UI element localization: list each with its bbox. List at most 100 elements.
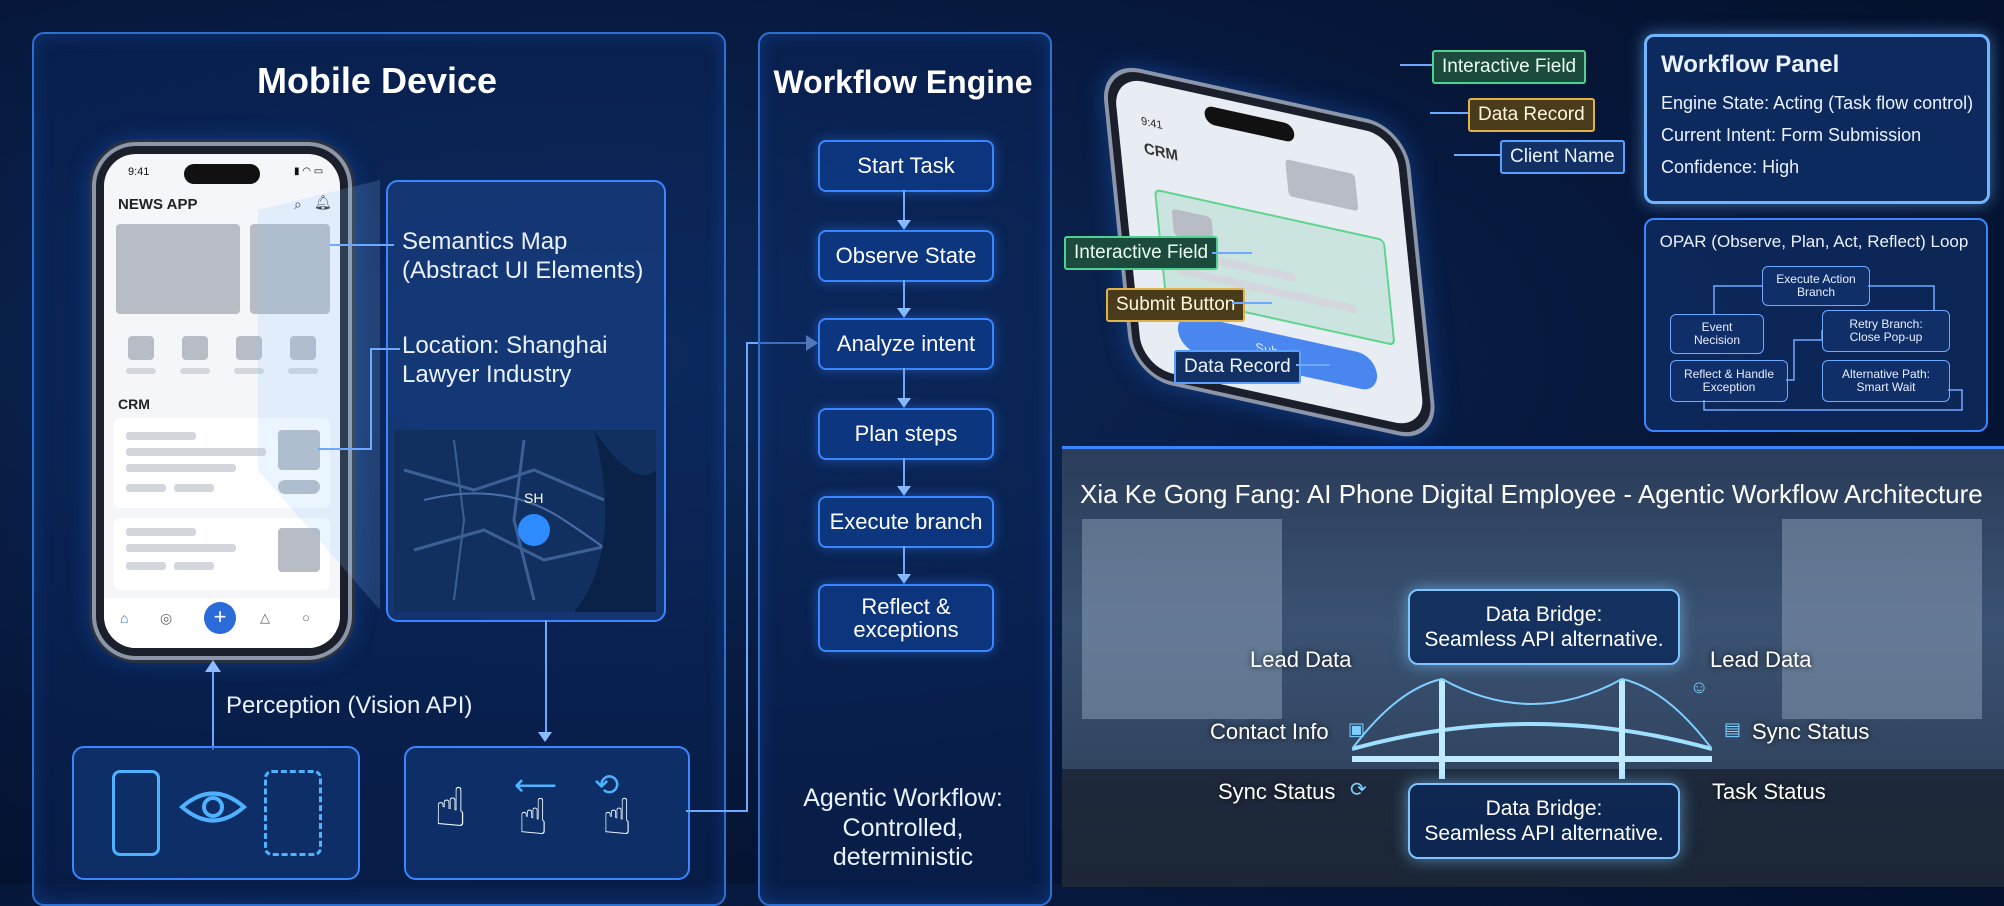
category-label bbox=[180, 368, 210, 374]
sync-icon: ⟳ bbox=[1350, 779, 1367, 801]
step-arrow bbox=[897, 574, 911, 584]
gesture-to-engine-line bbox=[746, 342, 808, 344]
thumb bbox=[278, 528, 320, 572]
map-down-arrow-line bbox=[545, 620, 547, 736]
perception-label: Perception (Vision API) bbox=[226, 692, 473, 719]
step-arrow bbox=[897, 220, 911, 230]
swipe-icon: ☝ bbox=[518, 789, 549, 845]
eye-icon bbox=[178, 791, 248, 823]
semantics-map-label: Semantics Map (Abstract UI Elements) bbox=[402, 228, 644, 284]
compass-tab-icon[interactable]: ◎ bbox=[160, 610, 173, 626]
status-time: 9:41 bbox=[128, 166, 150, 178]
opar-reflect-handle: Reflect & Handle Exception bbox=[1670, 360, 1788, 402]
step-observe-state[interactable]: Observe State bbox=[818, 230, 994, 282]
scan-icon bbox=[264, 770, 322, 856]
right-sync-status: Sync Status bbox=[1752, 719, 1870, 744]
search-icon[interactable]: ⌕ bbox=[294, 196, 302, 213]
label-interactive-field-top: Interactive Field bbox=[1432, 50, 1587, 84]
feature-card[interactable] bbox=[116, 224, 240, 314]
step-execute-branch[interactable]: Execute branch bbox=[818, 496, 994, 548]
tab-bar: ⌂ ◎ + △ ○ bbox=[104, 598, 340, 648]
status-icons: ▮ ◠ ▭ bbox=[294, 166, 324, 177]
back-icon: ⟲ bbox=[594, 769, 620, 802]
crm-card[interactable] bbox=[114, 518, 330, 590]
arrow-right-head bbox=[806, 335, 818, 351]
step-plan-steps[interactable]: Plan steps bbox=[818, 408, 994, 460]
text-line bbox=[174, 562, 214, 570]
left-contact-info: Contact Info bbox=[1210, 719, 1329, 744]
step-connector bbox=[903, 546, 905, 578]
crm-app-title: CRM bbox=[1143, 139, 1179, 165]
label-connector bbox=[1430, 112, 1468, 114]
sync-status-icon: ▤ bbox=[1724, 719, 1742, 739]
label-connector bbox=[1232, 302, 1272, 304]
text-line bbox=[126, 484, 166, 492]
step-start-task[interactable]: Start Task bbox=[818, 140, 994, 192]
step-connector bbox=[903, 190, 905, 224]
crm-header-thumb bbox=[1285, 159, 1359, 212]
shanghai-map bbox=[394, 430, 656, 612]
pill-button[interactable] bbox=[278, 480, 320, 494]
bell-icon[interactable]: 🔔︎ bbox=[314, 194, 332, 211]
profile-tab-icon[interactable]: ○ bbox=[302, 610, 310, 625]
category-item[interactable] bbox=[128, 336, 154, 360]
bridge-box-top: Data Bridge: Seamless API alternative. bbox=[1408, 589, 1680, 665]
banner-title: Xia Ke Gong Fang: AI Phone Digital Emplo… bbox=[1080, 479, 1983, 509]
bridge-graphic bbox=[1352, 677, 1712, 779]
mobile-device-title: Mobile Device bbox=[256, 60, 498, 101]
label-data-record-top: Data Record bbox=[1468, 98, 1595, 132]
category-label bbox=[288, 368, 318, 374]
step-reflect-exceptions[interactable]: Reflect & exceptions bbox=[818, 584, 994, 652]
category-label bbox=[126, 368, 156, 374]
bridge-box-bottom: Data Bridge: Seamless API alternative. bbox=[1408, 783, 1680, 859]
right-lead-data: Lead Data bbox=[1710, 647, 1812, 672]
text-line bbox=[126, 432, 196, 440]
location-label: Location: Shanghai Lawyer Industry bbox=[402, 332, 608, 388]
workflow-status-panel: Workflow Panel Engine State: Acting (Tas… bbox=[1644, 34, 1990, 204]
step-connector bbox=[903, 280, 905, 312]
left-sync-status: Sync Status bbox=[1218, 779, 1336, 804]
gesture-icons-box: ☝ ⟵ ☝ ⟲ ☝ bbox=[404, 746, 690, 880]
step-connector bbox=[903, 368, 905, 402]
label-connector bbox=[1454, 154, 1500, 156]
opar-retry-branch: Retry Branch: Close Pop-up bbox=[1822, 310, 1950, 352]
label-connector bbox=[1296, 364, 1330, 366]
text-line bbox=[126, 544, 236, 552]
feature-card[interactable] bbox=[250, 224, 330, 314]
news-phone: 9:41 ▮ ◠ ▭ NEWS APP ⌕ 🔔︎ CRM bbox=[92, 142, 352, 660]
opar-loop-arrows bbox=[1703, 285, 1963, 411]
gesture-to-engine-line bbox=[746, 342, 748, 812]
map-pin-label: SH bbox=[524, 490, 544, 506]
opar-title: OPAR (Observe, Plan, Act, Reflect) Loop bbox=[1659, 232, 1969, 251]
office-window bbox=[1782, 519, 1982, 719]
text-line bbox=[174, 484, 214, 492]
label-data-record-left: Data Record bbox=[1174, 350, 1301, 384]
thumb bbox=[278, 430, 320, 470]
category-item[interactable] bbox=[182, 336, 208, 360]
category-item[interactable] bbox=[290, 336, 316, 360]
connector-line bbox=[330, 244, 394, 246]
perception-icons-box bbox=[72, 746, 360, 880]
map-down-arrow-head bbox=[538, 732, 552, 742]
current-intent-line: Current Intent: Form Submission bbox=[1661, 125, 1922, 145]
crm-card[interactable] bbox=[114, 418, 330, 508]
connector-line bbox=[370, 348, 400, 350]
label-connector bbox=[1400, 64, 1432, 66]
office-window bbox=[1082, 519, 1282, 719]
category-label bbox=[234, 368, 264, 374]
step-analyze-intent[interactable]: Analyze intent bbox=[818, 318, 994, 370]
connector-line bbox=[318, 448, 372, 450]
left-lead-data: Lead Data bbox=[1250, 647, 1352, 672]
text-line bbox=[126, 562, 166, 570]
dynamic-island bbox=[184, 164, 260, 184]
category-item[interactable] bbox=[236, 336, 262, 360]
workflow-panel-title: Workflow Panel bbox=[1661, 51, 1840, 78]
lead-icon: ☺ bbox=[1690, 677, 1709, 697]
bell-tab-icon[interactable]: △ bbox=[260, 610, 270, 625]
workflow-engine-title: Workflow Engine bbox=[773, 64, 1033, 100]
home-tab-icon[interactable]: ⌂ bbox=[120, 610, 129, 626]
add-fab-button[interactable]: + bbox=[204, 602, 236, 634]
step-arrow bbox=[897, 398, 911, 408]
label-connector bbox=[1212, 252, 1252, 254]
double-tap-icon: ☝ bbox=[602, 789, 633, 845]
